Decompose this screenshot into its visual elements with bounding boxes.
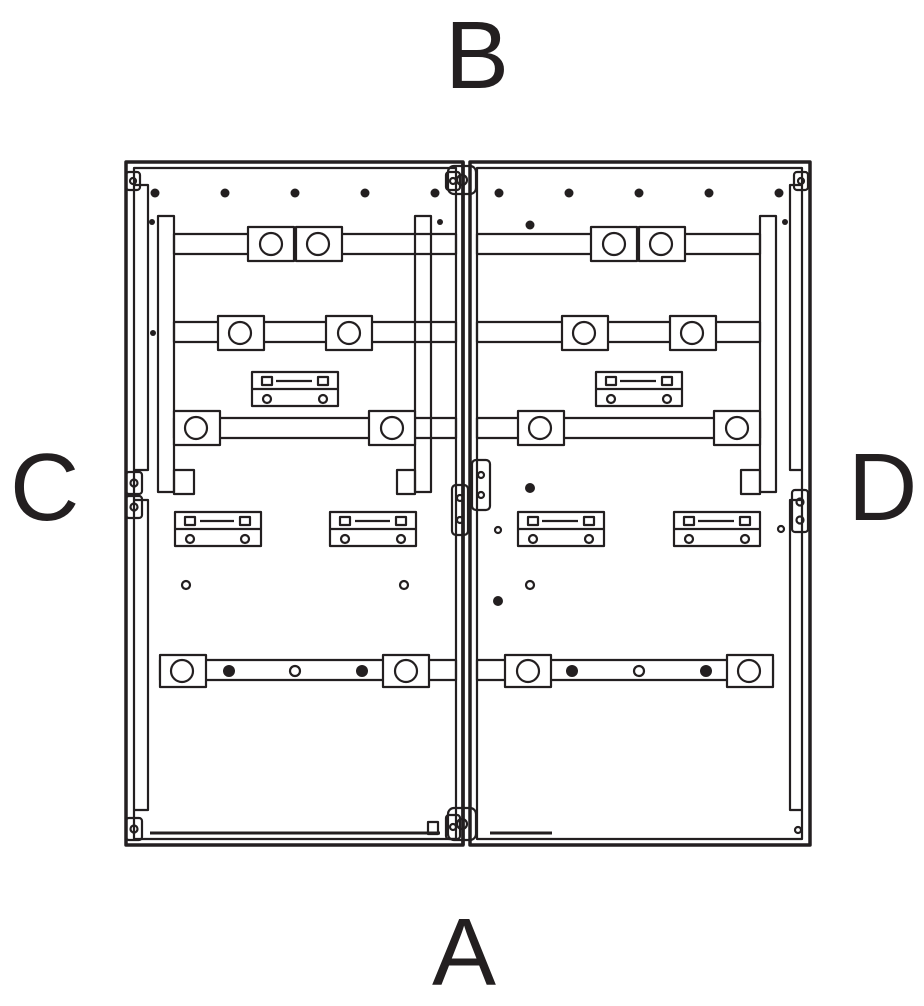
- terminal-block-lower-left-2: [328, 510, 418, 548]
- hole-left-2: [398, 579, 410, 591]
- terminal-block-upper-right: [594, 370, 684, 408]
- busbar-row-1-right: [475, 225, 762, 263]
- hole-right-e: [493, 596, 503, 606]
- vertical-rail-right: [395, 214, 443, 496]
- right-cabinet: [468, 160, 812, 847]
- corner-hinge-tl: [124, 170, 142, 192]
- busbar-row-2-right: [475, 314, 762, 352]
- left-cabinet: [124, 160, 465, 847]
- terminal-block-upper-left: [250, 370, 340, 408]
- corner-hinge-r-mr: [790, 488, 810, 534]
- vertical-rail-right-cab: [739, 214, 788, 496]
- hole-right-a: [525, 483, 535, 493]
- latch-left: [426, 820, 440, 836]
- corner-hinge-r-tr: [792, 170, 810, 192]
- side-label-b: B: [445, 2, 510, 109]
- busbar-row-1-left: [172, 225, 458, 263]
- vertical-rail-left: [149, 214, 196, 496]
- corner-hinge-r-br: [793, 825, 803, 835]
- mounting-holes-top-right: [494, 188, 784, 230]
- terminal-block-lower-right-1: [516, 510, 606, 548]
- hole-right-d: [524, 579, 536, 591]
- side-label-c: C: [10, 434, 80, 541]
- mounting-holes-top-left: [150, 188, 440, 198]
- busbar-bottom-left: [158, 653, 458, 689]
- terminal-block-lower-right-2: [672, 510, 762, 548]
- side-label-d: D: [848, 434, 918, 541]
- corner-hinge-bl: [124, 816, 144, 842]
- hole-right-b: [493, 525, 503, 535]
- hole-left-1: [180, 579, 192, 591]
- busbar-bottom-right: [475, 653, 775, 689]
- busbar-row-3-right: [475, 409, 762, 447]
- corner-hinge-ml: [124, 470, 144, 520]
- busbar-row-3-left: [172, 409, 458, 447]
- side-label-a: A: [432, 899, 497, 1006]
- hole-right-c: [776, 524, 786, 534]
- busbar-row-2-left: [150, 314, 458, 352]
- terminal-block-lower-left-1: [173, 510, 263, 548]
